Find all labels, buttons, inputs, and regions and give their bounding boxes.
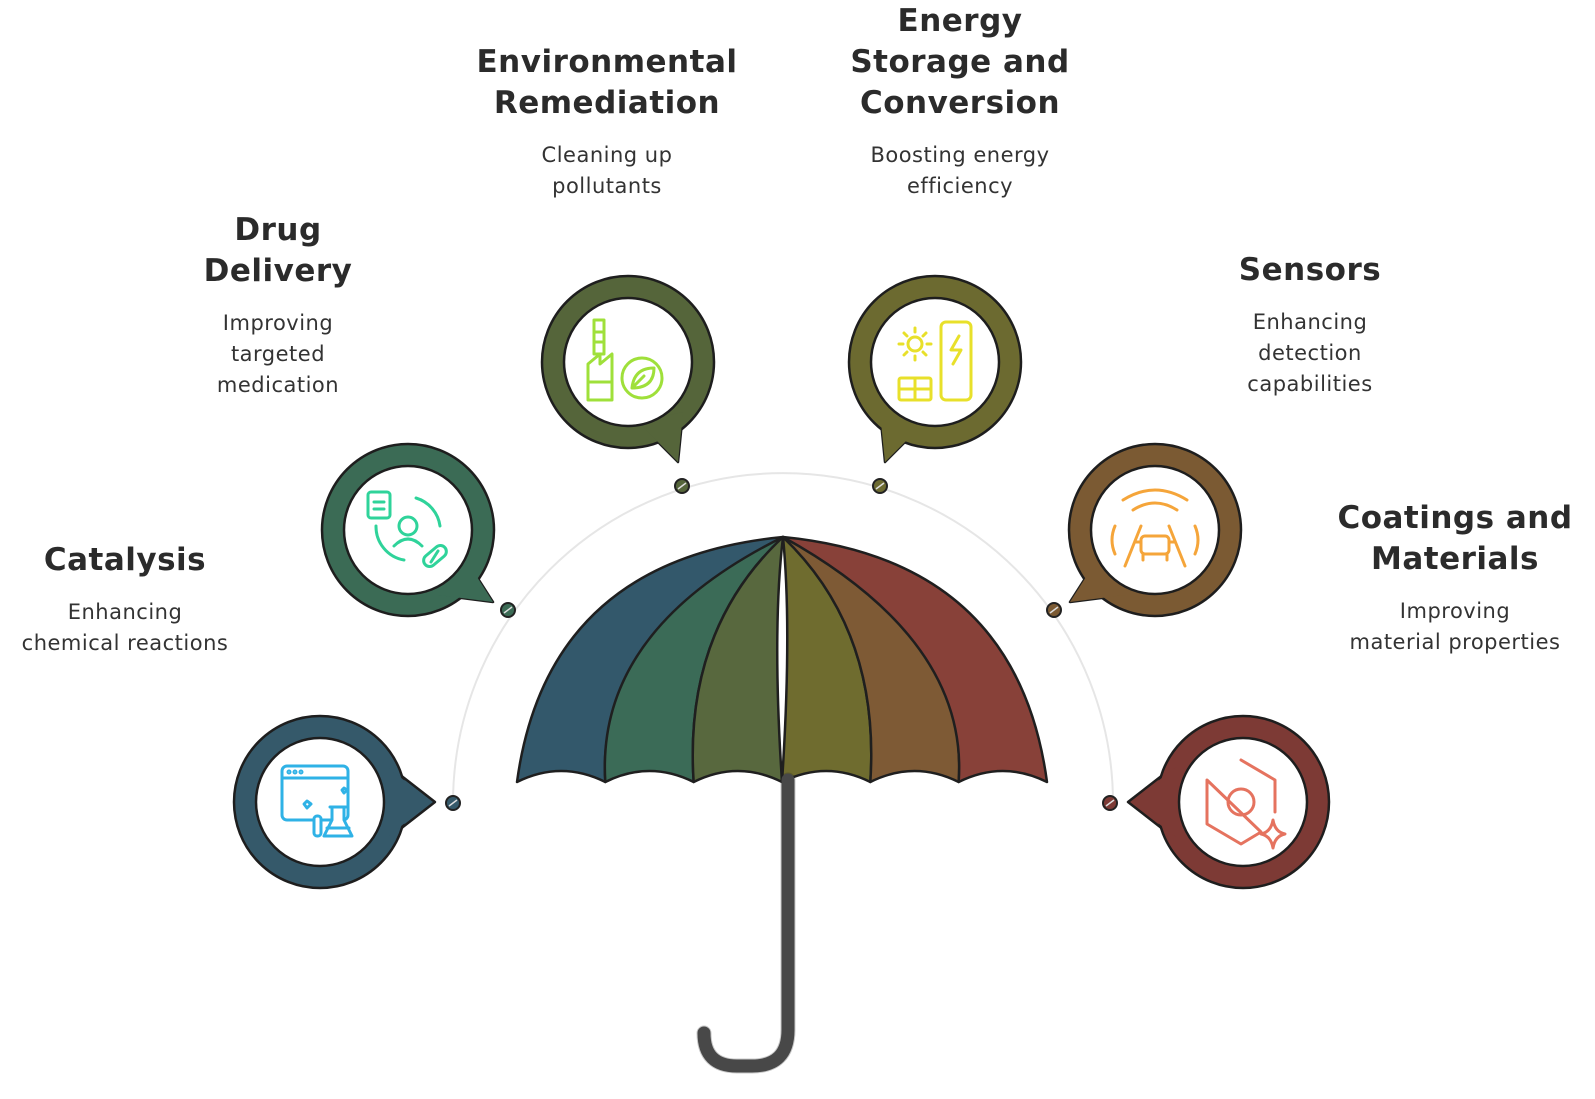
title-coatings-materials: Coatings and Materials — [1337, 500, 1573, 577]
title-environmental-remediation: Environmental Remediation — [476, 44, 738, 121]
bubble-energy — [847, 274, 1023, 464]
label-energy-storage: Energy Storage and Conversion Boosting e… — [810, 1, 1110, 202]
factory-leaf-icon — [586, 318, 664, 402]
connector-dot — [445, 795, 461, 811]
bubble-tail-fill — [1131, 767, 1176, 837]
bubble-drug-delivery — [320, 442, 496, 618]
umbrella-handle — [697, 773, 795, 1073]
canopy-panel — [691, 535, 785, 784]
desc-energy-storage: Boosting energy efficiency — [870, 143, 1050, 198]
title-sensors: Sensors — [1238, 252, 1382, 288]
bubble-catalysis — [232, 714, 437, 890]
umbrella-handle-outline — [696, 772, 796, 1074]
bubble-inner — [1177, 736, 1309, 868]
solar-battery-icon — [897, 320, 973, 402]
desc-drug-delivery: Improving targeted medication — [216, 311, 340, 397]
label-drug-delivery: Drug Delivery Improving targeted medicat… — [163, 210, 393, 401]
bubble-inner — [869, 296, 1001, 428]
connector-dot — [872, 478, 888, 494]
bubble-tail-fill — [438, 555, 493, 602]
desc-sensors: Enhancing detection capabilities — [1247, 310, 1373, 396]
bubble-environmental — [540, 274, 716, 464]
bubble-inner — [254, 736, 386, 868]
hexagon-sparkle-icon — [1205, 758, 1287, 850]
desc-coatings-materials: Improving material properties — [1349, 599, 1561, 654]
label-coatings-materials: Coatings and Materials Improving materia… — [1320, 498, 1590, 658]
connector-dot — [1102, 795, 1118, 811]
bubble-inner — [342, 464, 474, 596]
canopy-panel — [781, 535, 1049, 784]
title-drug-delivery: Drug Delivery — [203, 212, 353, 289]
bubble-tail-fill — [638, 412, 683, 462]
desc-catalysis: Enhancing chemical reactions — [21, 600, 229, 655]
connector-dot — [500, 602, 516, 618]
bubble-tail-fill — [1070, 555, 1125, 602]
patient-pill-icon — [366, 490, 448, 568]
umbrella-canopy — [515, 535, 1049, 784]
bubble-tail-fill — [387, 767, 432, 837]
connector-dot — [674, 478, 690, 494]
label-environmental-remediation: Environmental Remediation Cleaning up po… — [447, 42, 767, 202]
title-catalysis: Catalysis — [43, 542, 207, 578]
connector-arc — [452, 472, 1114, 804]
connector-dot — [1046, 602, 1062, 618]
label-sensors: Sensors Enhancing detection capabilities — [1185, 250, 1435, 400]
bubble-tail-fill — [880, 412, 925, 462]
bubble-sensors — [1067, 442, 1243, 618]
label-catalysis: Catalysis Enhancing chemical reactions — [0, 540, 250, 659]
bubble-inner — [1089, 464, 1221, 596]
title-energy-storage: Energy Storage and Conversion — [850, 3, 1070, 121]
desc-environmental-remediation: Cleaning up pollutants — [541, 143, 673, 198]
car-sensor-icon — [1110, 488, 1200, 568]
browser-flask-icon — [280, 764, 354, 838]
bubble-coatings — [1126, 714, 1331, 890]
